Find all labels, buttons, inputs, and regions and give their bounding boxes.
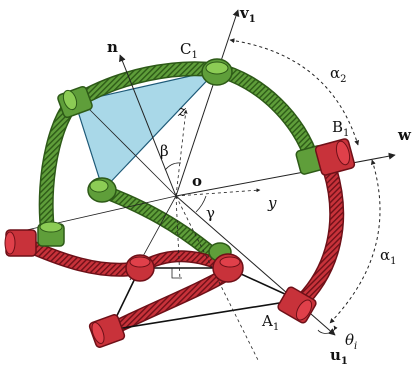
z-axis-lower [175,195,181,281]
label-a1: A1 [261,312,279,333]
joint-b1 [314,138,356,176]
red-lower-arc-fill [104,269,231,336]
green-outer-arc-fill [40,62,318,241]
gamma-angle-arc [195,195,207,213]
platform-triangle [74,68,219,192]
v-axis-line [175,9,240,197]
y-axis-line [175,188,261,197]
w-axis-line [175,152,396,197]
label-c1: C1 [180,40,198,61]
label-n: n [107,38,118,56]
joint-red-bottom-left [88,314,126,348]
label-u1: u1 [330,346,348,367]
label-o: o [192,172,202,190]
joint-a1 [277,286,317,324]
label-theta: θi [345,331,357,352]
z-axis-line [175,109,188,197]
u-axis-line [175,195,336,336]
label-alpha2: α2 [330,64,347,85]
label-gamma: γ [206,204,215,222]
joint-red-center [212,253,244,283]
u-axis-upper [87,107,177,197]
joint-c1 [201,58,233,86]
theta-rotation-arc [317,325,338,334]
label-y: y [267,194,277,212]
joint-green-left [57,85,93,119]
label-alpha1: α1 [380,246,397,267]
beta-angle-arc [164,162,182,171]
joint-red-left [4,229,37,257]
right-angle-mark [171,268,182,279]
label-b1: B1 [332,118,349,139]
red-outer-arc-fill [292,164,343,311]
n-axis-line [119,54,177,197]
label-v1: v1 [239,4,256,25]
joint-green-center [87,177,117,203]
joint-red-mid [125,254,155,282]
label-z: z [177,102,186,120]
label-w: w [397,126,412,144]
label-beta: β [160,142,169,160]
joint-green-lower-left [37,221,65,247]
alpha1-arc [329,159,381,324]
